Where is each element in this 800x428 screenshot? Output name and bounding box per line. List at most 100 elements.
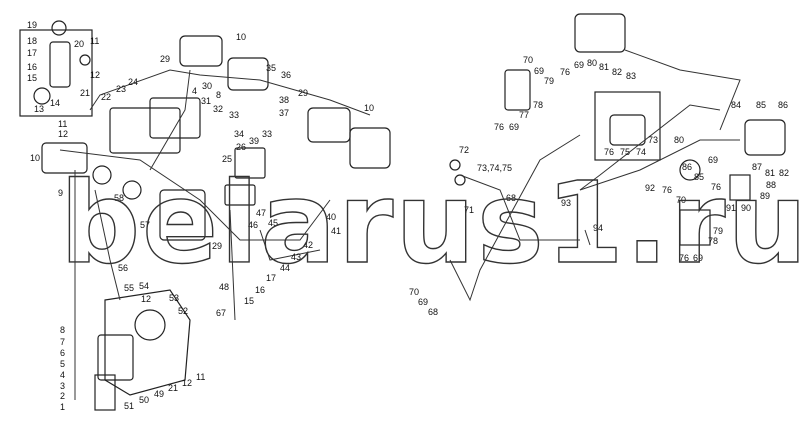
part-number-label: 80 [674, 135, 684, 145]
part-number-label: 36 [281, 70, 291, 80]
part-number-label: 10 [364, 103, 374, 113]
part-number-label: 21 [168, 383, 178, 393]
part-number-label: 76 [560, 67, 570, 77]
part-number-label: 22 [101, 92, 111, 102]
part-number-label: 16 [255, 285, 265, 295]
part-number-label: 26 [236, 142, 246, 152]
part-number-label: 82 [779, 168, 789, 178]
part-number-label: 29 [298, 88, 308, 98]
part-number-label: 29 [212, 241, 222, 251]
part-number-label: 70 [676, 195, 686, 205]
part-number-label: 23 [116, 84, 126, 94]
part-number-label: 43 [291, 252, 301, 262]
part-number-label: 10 [30, 153, 40, 163]
part-number-label: 52 [178, 306, 188, 316]
part-number-label: 15 [27, 73, 37, 83]
part-number-label: 4 [60, 370, 65, 380]
part-number-label: 85 [756, 100, 766, 110]
part-number-label: 3 [60, 381, 65, 391]
part-number-label: 50 [139, 395, 149, 405]
part-number-label: 83 [626, 71, 636, 81]
part-number-label: 20 [74, 39, 84, 49]
part-number-label: 42 [303, 240, 313, 250]
part-number-label: 25 [222, 154, 232, 164]
part-number-label: 48 [219, 282, 229, 292]
watermark-logo: belarus1.ru [60, 159, 800, 289]
part-number-label: 76 [494, 122, 504, 132]
part-number-label: 86 [778, 100, 788, 110]
part-number-label: 86 [682, 162, 692, 172]
part-number-label: 88 [766, 180, 776, 190]
part-number-label: 69 [574, 60, 584, 70]
part-number-label: 78 [708, 236, 718, 246]
part-number-label: 58 [114, 193, 124, 203]
part-number-label: 45 [268, 218, 278, 228]
part-number-label: 33 [262, 129, 272, 139]
part-number-label: 10 [236, 32, 246, 42]
part-number-label: 85 [694, 172, 704, 182]
part-number-label: 16 [27, 62, 37, 72]
part-number-label: 67 [216, 308, 226, 318]
part-number-label: 79 [713, 226, 723, 236]
part-number-label: 76 [679, 253, 689, 263]
part-number-label: 12 [58, 129, 68, 139]
part-number-label: 70 [523, 55, 533, 65]
part-number-label: 46 [248, 220, 258, 230]
part-number-label: 69 [509, 122, 519, 132]
part-number-label: 8 [216, 90, 221, 100]
part-number-label: 68 [428, 307, 438, 317]
part-number-label: 29 [160, 54, 170, 64]
part-number-label: 44 [280, 263, 290, 273]
part-number-label: 11 [90, 36, 99, 46]
part-number-label: 78 [533, 100, 543, 110]
part-number-label: 51 [124, 401, 134, 411]
part-number-label: 39 [249, 136, 259, 146]
part-number-label: 54 [139, 281, 149, 291]
part-number-label: 12 [90, 70, 100, 80]
part-number-label: 5 [60, 359, 65, 369]
part-number-label: 68 [506, 193, 516, 203]
part-number-label: 76 [662, 185, 672, 195]
part-number-label: 2 [60, 391, 65, 401]
part-number-label: 12 [182, 378, 192, 388]
part-number-label: 84 [731, 100, 741, 110]
part-number-label: 30 [202, 81, 212, 91]
part-number-label: 49 [154, 389, 164, 399]
part-number-label: 32 [213, 104, 223, 114]
part-number-label: 37 [279, 108, 289, 118]
part-number-label: 71 [464, 205, 474, 215]
part-number-label: 73 [648, 135, 658, 145]
part-number-label: 69 [708, 155, 718, 165]
part-number-label: 79 [544, 76, 554, 86]
part-number-label: 77 [519, 110, 529, 120]
part-number-label: 55 [124, 283, 134, 293]
part-number-label: 34 [234, 129, 244, 139]
part-number-label: 18 [27, 36, 37, 46]
part-number-label: 81 [599, 62, 609, 72]
part-number-label: 1 [60, 402, 65, 412]
part-number-label: 69 [534, 66, 544, 76]
part-number-label: 13 [34, 104, 44, 114]
part-number-label: 35 [266, 63, 276, 73]
part-number-label: 17 [266, 273, 276, 283]
part-number-label: 4 [192, 86, 197, 96]
part-number-label: 11 [58, 119, 67, 129]
part-number-label: 6 [60, 348, 65, 358]
part-number-label: 56 [118, 263, 128, 273]
part-number-label: 9 [58, 188, 63, 198]
part-number-label: 89 [760, 191, 770, 201]
part-number-label: 24 [128, 77, 138, 87]
part-number-label: 75 [620, 147, 630, 157]
part-number-label: 41 [331, 226, 341, 236]
part-number-label: 72 [459, 145, 469, 155]
part-number-label: 47 [256, 208, 266, 218]
part-number-label: 90 [741, 203, 751, 213]
part-number-label: 7 [60, 337, 65, 347]
part-number-label: 76 [604, 147, 614, 157]
part-number-label: 94 [593, 223, 603, 233]
part-number-label: 12 [141, 294, 151, 304]
part-number-label: 19 [27, 20, 37, 30]
part-number-label: 17 [27, 48, 37, 58]
